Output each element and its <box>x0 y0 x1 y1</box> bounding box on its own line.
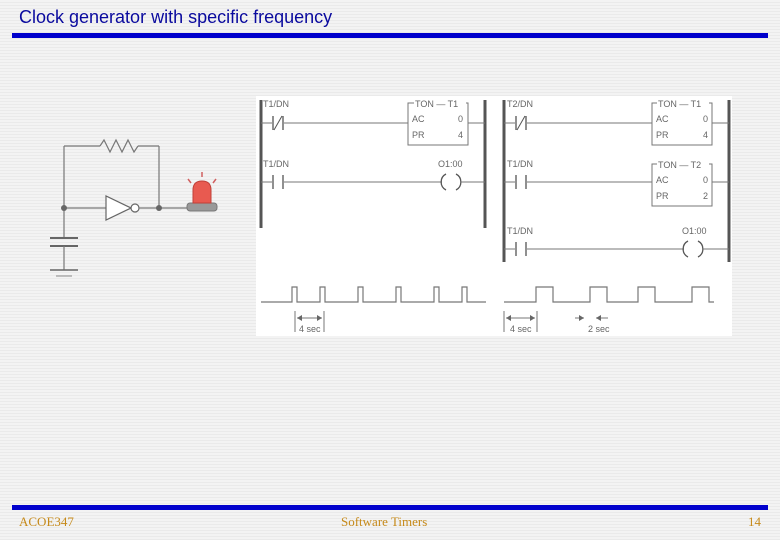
timer-block <box>651 102 713 146</box>
contact-label: T1/DN <box>507 226 533 236</box>
clock-waveform <box>261 286 486 303</box>
timer-pr-label: PR <box>656 130 669 140</box>
output-label: O1:00 <box>438 159 463 169</box>
nc-contact-slash <box>273 115 283 131</box>
timer-ac-value: 0 <box>458 114 463 124</box>
footer-topic: Software Timers <box>341 514 428 529</box>
arrow-head-icon <box>506 315 511 321</box>
inverter-icon <box>105 195 133 221</box>
arrow-head-icon <box>596 315 601 321</box>
timer-block <box>407 102 469 146</box>
clock-waveform <box>504 286 714 303</box>
ladder-left: T1/DN TON — T1 AC 0 PR 4 T1/DN O1:00 4 s… <box>259 99 487 334</box>
timer-name: TON — T1 <box>658 99 701 109</box>
inverter-bubble <box>130 203 140 213</box>
footer-course: ACOE347 <box>19 514 74 529</box>
timing-label: 2 sec <box>588 324 610 334</box>
timer-title-bg <box>414 99 466 109</box>
ladder-right: T2/DN TON — T1 AC 0 PR 4 T1/DN TON — T2 … <box>502 99 731 334</box>
timer-block <box>651 163 713 207</box>
timer-name: TON — T1 <box>415 99 458 109</box>
arrow-head-icon <box>579 315 584 321</box>
arrow-head-icon <box>317 315 322 321</box>
contact-label: T1/DN <box>263 99 289 109</box>
slide-title: Clock generator with specific frequency <box>19 7 333 27</box>
timer-ac-value: 0 <box>703 175 708 185</box>
nc-contact-slash <box>516 115 526 131</box>
timer-ac-value: 0 <box>703 114 708 124</box>
timer-ac-label: AC <box>656 175 669 185</box>
footer-page-number: 14 <box>748 514 761 529</box>
timer-ac-label: AC <box>412 114 425 124</box>
output-coil-icon <box>682 240 689 258</box>
timing-label: 4 sec <box>510 324 532 334</box>
junction-dot <box>156 205 162 211</box>
timing-label: 4 sec <box>299 324 321 334</box>
timer-pr-value: 4 <box>458 130 463 140</box>
timer-pr-label: PR <box>656 191 669 201</box>
contact-label: T2/DN <box>507 99 533 109</box>
contact-label: T1/DN <box>263 159 289 169</box>
timer-ac-label: AC <box>656 114 669 124</box>
timer-pr-value: 2 <box>703 191 708 201</box>
led-icon <box>186 172 218 212</box>
arrow-head-icon <box>297 315 302 321</box>
timer-pr-label: PR <box>412 130 425 140</box>
footer-divider <box>12 505 768 510</box>
timer-title-bg <box>657 99 709 109</box>
timer-name: TON — T2 <box>658 160 701 170</box>
timer-title-bg <box>657 160 709 170</box>
timer-pr-value: 4 <box>703 130 708 140</box>
resistor-icon <box>99 138 139 154</box>
output-label: O1:00 <box>682 226 707 236</box>
contact-label: T1/DN <box>507 159 533 169</box>
title-divider <box>12 33 768 38</box>
junction-dot <box>61 205 67 211</box>
output-coil-icon <box>440 173 447 191</box>
oscillator-circuit <box>50 138 218 277</box>
arrow-head-icon <box>530 315 535 321</box>
